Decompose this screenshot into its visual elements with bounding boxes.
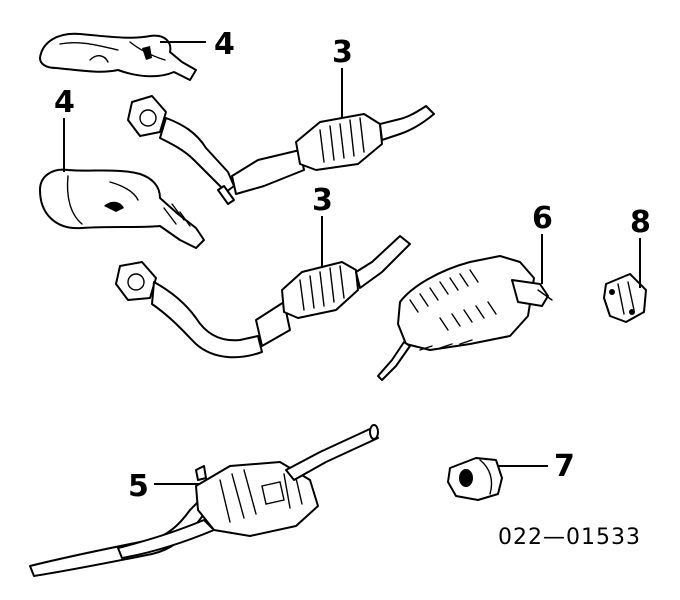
callout-number-3-lower: 3 [312, 183, 333, 218]
callout-number-8: 8 [630, 205, 651, 240]
callout-number-5: 5 [128, 469, 149, 504]
center-muffler [29, 424, 379, 577]
callout-number-4-lower: 4 [54, 85, 75, 120]
heat-shield-upper [39, 32, 197, 81]
diagram-reference-code: 022—01533 [498, 525, 641, 550]
catalytic-converter-lower [115, 235, 411, 359]
callout-number-3-upper: 3 [332, 35, 353, 70]
catalytic-converter-upper [127, 95, 435, 205]
rubber-hanger [447, 457, 503, 501]
rear-muffler [377, 255, 553, 381]
callout-number-6: 6 [532, 201, 553, 236]
mount-clamp [603, 273, 647, 323]
callout-number-4-upper: 4 [214, 27, 235, 62]
callout-number-7: 7 [554, 449, 575, 484]
heat-shield-lower [39, 168, 205, 249]
